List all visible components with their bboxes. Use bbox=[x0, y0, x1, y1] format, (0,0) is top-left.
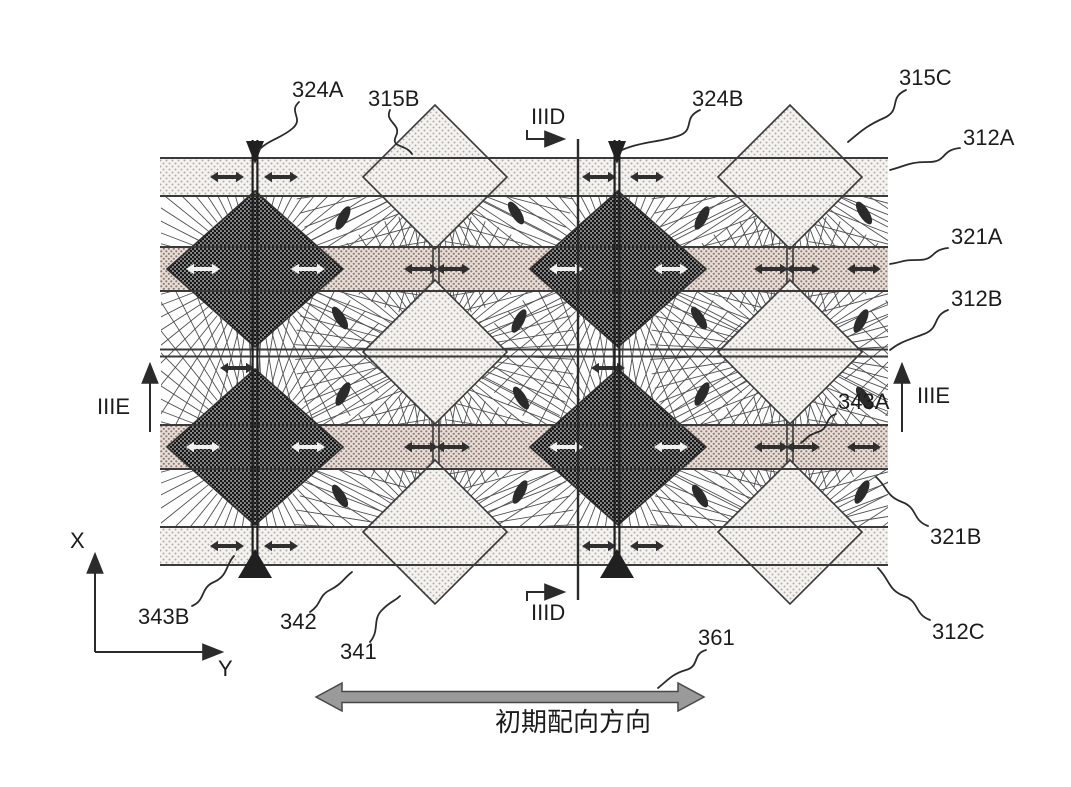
dark-diamond-bottom-left bbox=[165, 367, 345, 527]
dark-diamond-bottom-right bbox=[528, 367, 708, 527]
diamond-315B bbox=[361, 103, 509, 251]
electrode-foot bbox=[238, 549, 272, 578]
lc-molecules bbox=[331, 201, 873, 508]
leader-361 bbox=[657, 649, 707, 689]
leader-321B bbox=[875, 476, 929, 527]
light-diamonds bbox=[361, 103, 864, 606]
leader-324B bbox=[621, 109, 701, 151]
diamond-mid-right bbox=[716, 278, 864, 426]
diamond-315C bbox=[716, 103, 864, 251]
diamond-bottom-left bbox=[361, 458, 509, 606]
label-324B: 324B bbox=[692, 86, 743, 111]
label-iiid-bottom: IIID bbox=[531, 600, 565, 625]
label-321A: 321A bbox=[951, 224, 1003, 249]
electrode-foot bbox=[600, 549, 634, 578]
caption-initial-alignment: 初期配向方向 bbox=[495, 707, 651, 737]
leader-324A bbox=[258, 101, 300, 151]
leader-342 bbox=[309, 571, 353, 613]
iiid-arrow-bottom-icon bbox=[526, 583, 567, 601]
label-321B: 321B bbox=[930, 524, 981, 549]
label-iiie-left: IIIE bbox=[97, 394, 130, 419]
label-324A: 324A bbox=[292, 77, 344, 102]
label-iiid-top: IIID bbox=[531, 104, 565, 129]
initial-alignment-arrow bbox=[314, 681, 706, 713]
diamond-bottom-right bbox=[716, 458, 864, 606]
leader-312C bbox=[877, 567, 931, 621]
label-342: 342 bbox=[280, 609, 317, 634]
leader-312B bbox=[889, 309, 949, 351]
label-341: 341 bbox=[340, 639, 377, 664]
dark-diamond-top-left bbox=[165, 189, 345, 349]
leader-341 bbox=[369, 595, 401, 643]
label-312C: 312C bbox=[932, 619, 985, 644]
leader-343B bbox=[191, 555, 235, 607]
column-electrode-324A bbox=[238, 140, 272, 578]
label-312A: 312A bbox=[963, 125, 1015, 150]
label-343A: 343A bbox=[838, 389, 890, 414]
label-axis-x: X bbox=[70, 528, 85, 553]
dark-diamond-top-right bbox=[528, 189, 708, 349]
electrode-lines bbox=[251, 140, 259, 578]
label-315C: 315C bbox=[899, 65, 952, 90]
stripe-border-lines bbox=[160, 157, 888, 566]
coordinate-axes bbox=[86, 551, 225, 661]
dark-diamonds bbox=[165, 189, 708, 527]
column-electrode-324B bbox=[600, 140, 634, 578]
label-361: 361 bbox=[698, 625, 735, 650]
field-direction-arrows bbox=[186, 171, 881, 552]
label-312B: 312B bbox=[951, 286, 1002, 311]
leader-315C bbox=[847, 89, 907, 143]
iiid-arrow-top-icon bbox=[526, 130, 567, 148]
leader-343A bbox=[800, 413, 837, 444]
label-axis-y: Y bbox=[218, 656, 233, 681]
electrode-lines bbox=[613, 140, 621, 578]
label-343B: 343B bbox=[138, 604, 189, 629]
label-315B: 315B bbox=[368, 86, 419, 111]
leader-lines bbox=[191, 89, 961, 689]
leader-312A bbox=[889, 147, 961, 171]
electrode-top-cap bbox=[246, 141, 264, 164]
diamond-mid-left bbox=[361, 278, 509, 426]
leader-315B bbox=[387, 109, 413, 155]
electrode-top-cap bbox=[608, 141, 626, 164]
leader-321A bbox=[889, 247, 949, 265]
label-iiie-right: IIIE bbox=[917, 383, 950, 408]
